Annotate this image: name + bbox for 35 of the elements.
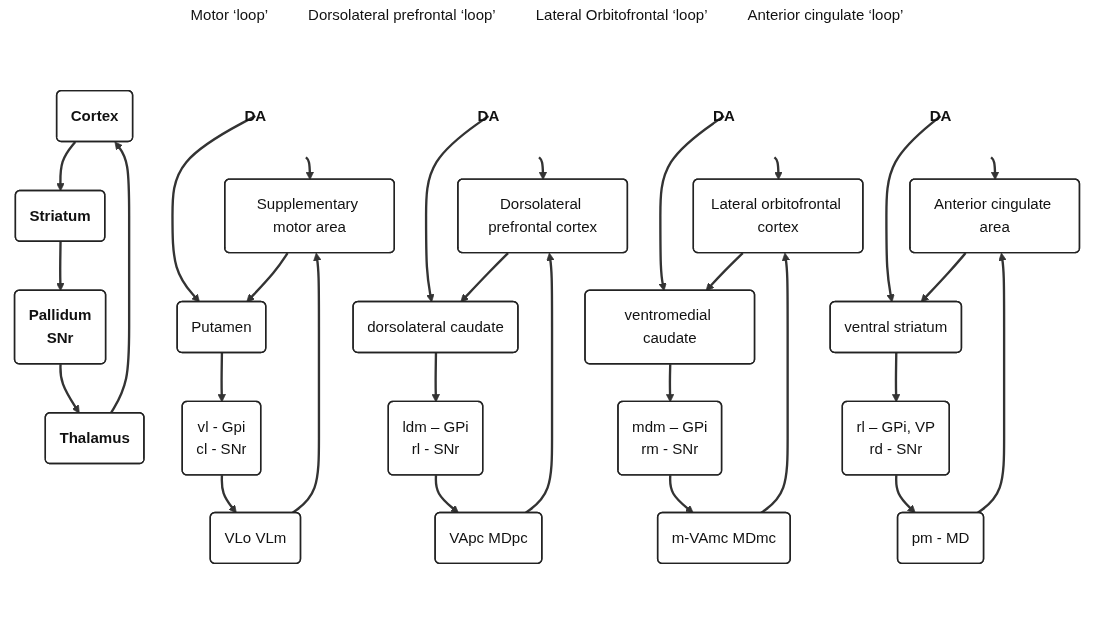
arrow: [220, 475, 237, 514]
column-heading: Lateral Orbitofrontal ‘loop’: [535, 6, 708, 23]
arrow: [109, 141, 131, 414]
column-heading: Motor ‘loop’: [190, 6, 269, 23]
arrow: [668, 475, 694, 514]
arrow: [976, 252, 1007, 514]
arrow: [760, 252, 791, 514]
node-text: DA: [713, 107, 735, 124]
arrow: [665, 364, 675, 403]
arrow: [773, 156, 783, 180]
arrow: [291, 252, 322, 514]
arrow: [56, 241, 65, 292]
node-text: DA: [477, 107, 500, 124]
node-text: DA: [929, 107, 952, 124]
arrow: [538, 156, 548, 180]
arrow: [431, 352, 440, 403]
arrow: [59, 364, 80, 414]
column-heading: Anterior cingulate ‘loop’: [747, 6, 904, 23]
arrow: [171, 115, 256, 303]
arrow: [885, 115, 942, 303]
arrow: [891, 352, 901, 403]
arrow: [305, 156, 314, 180]
arrow: [424, 115, 490, 303]
arrow: [246, 252, 289, 303]
node-text: DA: [244, 107, 267, 124]
column-heading: Dorsolateral prefrontal ‘loop’: [308, 6, 496, 23]
arrow: [460, 252, 509, 303]
arrow: [56, 141, 77, 192]
arrow: [920, 252, 967, 303]
arrow: [524, 252, 555, 514]
arrow: [990, 156, 1000, 180]
arrow: [217, 352, 226, 403]
arrow: [434, 475, 459, 514]
arrow: [705, 252, 744, 292]
arrow: [895, 475, 916, 514]
